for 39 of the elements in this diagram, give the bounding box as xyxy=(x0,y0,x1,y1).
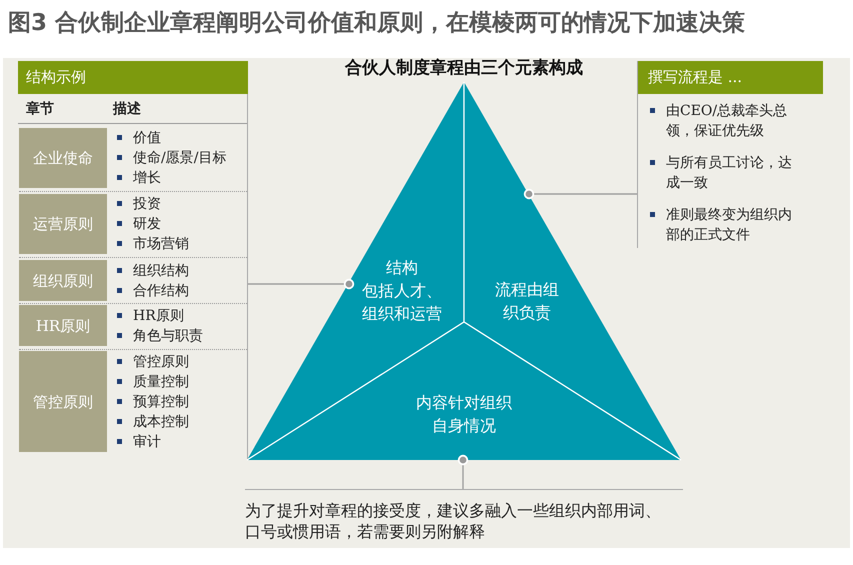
row-header: 企业使命 xyxy=(19,128,107,188)
table-panel xyxy=(18,61,248,460)
list-item: 成本控制 xyxy=(133,412,190,432)
note-text: 为了提升对章程的接受度，建议多融入一些组织内部用词、口号或惯用语，若需要则另附解释 xyxy=(245,489,683,547)
list-item: 合作结构 xyxy=(133,282,190,300)
list-item: 研发 xyxy=(133,215,162,234)
list-item: 审计 xyxy=(133,432,162,452)
list-item: 市场营销 xyxy=(133,235,190,254)
list-panel xyxy=(637,61,822,248)
segment-text: 包括人才、组织和运营 xyxy=(361,280,443,325)
list-item: 质量控制 xyxy=(133,372,190,392)
figure-title: 图3 合伙制企业章程阐明公司价值和原则，在模棱两可的情况下加速决策 xyxy=(8,9,746,38)
segment-heading: 结构 xyxy=(385,257,419,279)
list-item: 与所有员工讨论，达成一致 xyxy=(666,154,793,193)
segment-text: 内容针对组织自身情况 xyxy=(415,392,513,437)
column-header: 描述 xyxy=(113,100,141,119)
list-item: 角色与职责 xyxy=(133,326,204,346)
row-header: 运营原则 xyxy=(19,194,107,254)
list-item: 价值 xyxy=(133,129,162,148)
diagram-heading: 合伙人制度章程由三个元素构成 xyxy=(345,57,583,80)
leader-line xyxy=(248,278,354,290)
list-item: HR原则 xyxy=(133,306,185,326)
leader-line xyxy=(458,454,468,489)
list-item: 投资 xyxy=(133,195,162,214)
list-item: 预算控制 xyxy=(133,392,190,412)
row-header: HR原则 xyxy=(19,305,107,346)
row-header: 管控原则 xyxy=(19,351,107,452)
segment-text: 流程由组织负责 xyxy=(494,279,560,324)
panel-header: 结构示例 xyxy=(18,61,248,94)
panel-header: 撰写流程是 ... xyxy=(638,61,823,94)
list-item: 管控原则 xyxy=(133,352,190,372)
leader-line xyxy=(524,188,637,200)
column-header: 章节 xyxy=(26,100,54,119)
list-item: 由CEO/总裁牵头总领，保证优先级 xyxy=(666,102,788,141)
list-item: 使命/愿景/目标 xyxy=(133,149,228,168)
row-header: 组织原则 xyxy=(19,260,107,301)
list-item: 组织结构 xyxy=(133,262,190,280)
list-item: 准则最终变为组织内部的正式文件 xyxy=(666,206,793,245)
list-item: 增长 xyxy=(133,169,162,188)
